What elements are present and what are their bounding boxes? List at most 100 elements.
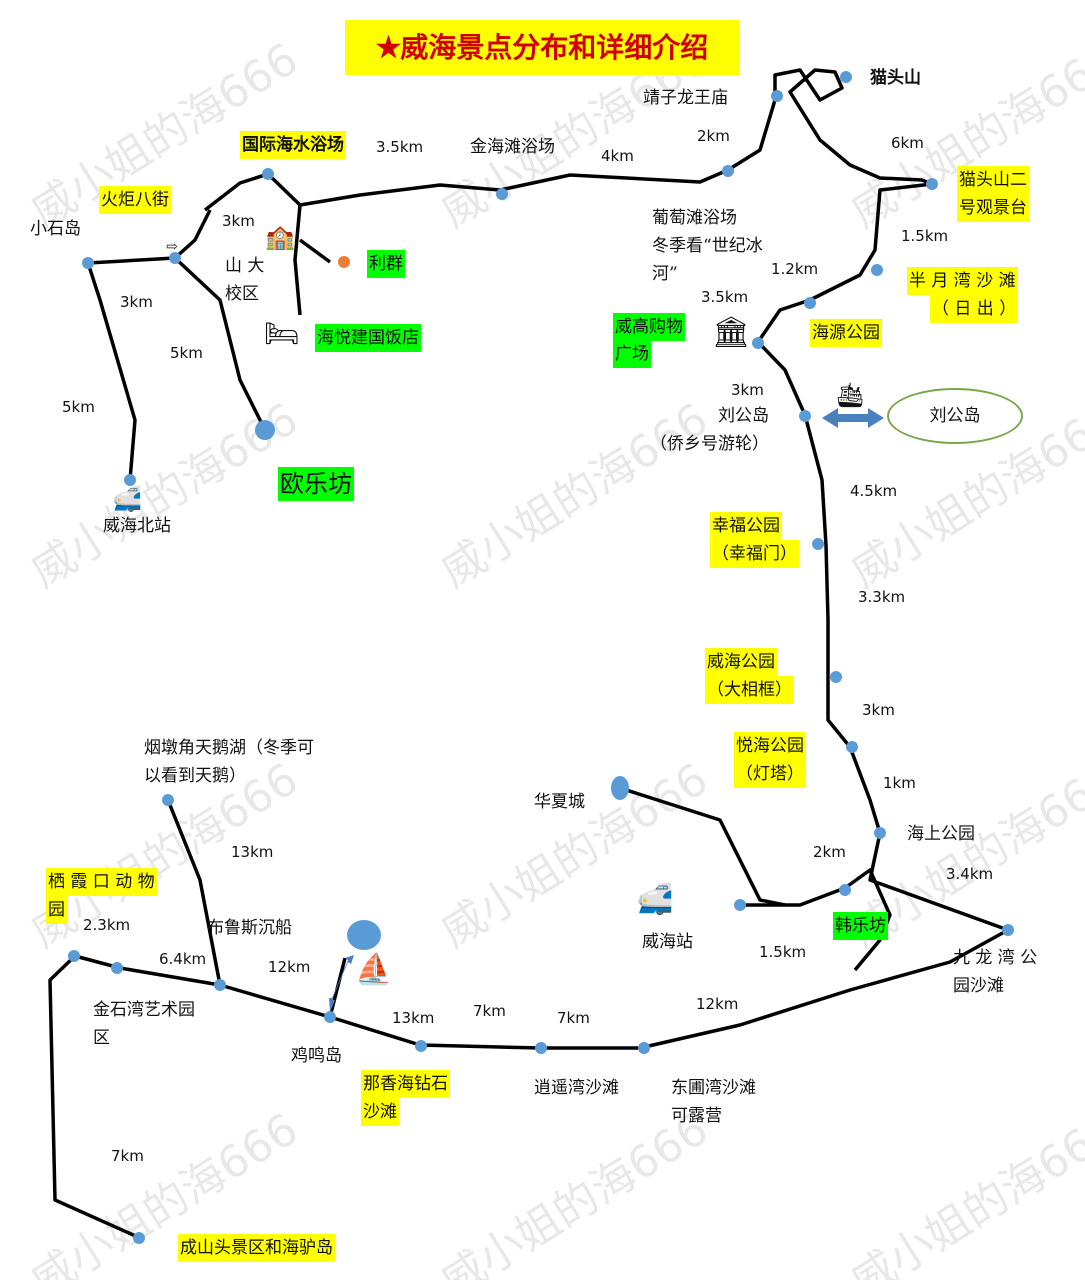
location-marker[interactable] [846, 741, 858, 753]
lequn-marker[interactable] [338, 256, 350, 268]
location-marker[interactable] [535, 1042, 547, 1054]
location-marker[interactable] [162, 794, 174, 806]
place-label: 园沙滩 [953, 976, 1004, 996]
location-marker[interactable] [734, 899, 746, 911]
distance-label: 3.5km [701, 288, 749, 306]
location-marker[interactable] [347, 920, 381, 950]
distance-label: 6.4km [159, 950, 207, 968]
distance-label: 1km [883, 774, 916, 792]
place-label: 威海北站 [103, 516, 171, 536]
road [740, 868, 892, 972]
ferry-route-arrow [822, 408, 884, 428]
place-label: 东圃湾沙滩 [671, 1078, 756, 1098]
distance-label: 4.5km [850, 482, 898, 500]
place-label: 沙滩 [361, 1098, 399, 1126]
distance-label: 2.3km [83, 916, 131, 934]
location-marker[interactable] [812, 538, 824, 550]
train-icon: 🚅 [112, 485, 142, 513]
location-marker[interactable] [771, 90, 783, 102]
place-label: 可露营 [671, 1106, 722, 1126]
place-label: 冬季看“世纪冰 [652, 236, 763, 256]
place-label: 布鲁斯沉船 [207, 918, 292, 938]
distance-label: 3.5km [376, 138, 424, 156]
distance-label: 12km [696, 995, 739, 1013]
location-marker[interactable] [804, 297, 816, 309]
place-label: 河” [652, 264, 678, 284]
location-marker[interactable] [496, 188, 508, 200]
place-label: 以看到天鹅） [144, 766, 246, 786]
location-marker[interactable] [799, 410, 811, 422]
place-label: 威海站 [642, 932, 693, 952]
distance-label: 5km [170, 344, 203, 362]
location-marker[interactable] [752, 337, 764, 349]
place-label: 利群 [367, 250, 405, 278]
location-marker[interactable] [124, 474, 136, 486]
road [166, 799, 222, 986]
location-marker[interactable] [1002, 924, 1014, 936]
place-label: 校区 [225, 284, 259, 304]
distance-label: 3.3km [858, 588, 906, 606]
place-label: 猫头山 [870, 68, 921, 88]
place-label: 栖 霞 口 动 物 [46, 868, 157, 896]
place-label: 悦海公园 [734, 732, 806, 760]
place-label: 国际海水浴场 [240, 131, 346, 159]
place-label: 广场 [613, 340, 651, 368]
place-label: 那香海钻石 [361, 1070, 450, 1098]
location-marker[interactable] [871, 264, 883, 276]
place-label: 海上公园 [907, 824, 975, 844]
shopping-mall-icon: 🏛 [712, 315, 751, 350]
location-marker[interactable] [830, 671, 842, 683]
location-marker[interactable] [722, 165, 734, 177]
distance-label: 13km [231, 843, 274, 861]
place-label: 幸福公园 [710, 512, 782, 540]
location-marker[interactable] [638, 1042, 650, 1054]
place-label: 山 大 [225, 256, 265, 276]
school-icon: 🏫 [265, 223, 295, 251]
place-label: 号观景台 [957, 194, 1029, 222]
distance-label: 7km [111, 1147, 144, 1165]
road [87, 209, 212, 265]
place-label: 逍遥湾沙滩 [534, 1078, 619, 1098]
location-marker[interactable] [133, 1232, 145, 1244]
road [619, 786, 786, 907]
liugong-island-ellipse[interactable]: 刘公岛 [887, 388, 1023, 444]
location-marker[interactable] [82, 257, 94, 269]
location-marker[interactable] [840, 71, 852, 83]
boat-icon: ⛵ [355, 952, 393, 987]
distance-label: 7km [557, 1009, 590, 1027]
location-marker[interactable] [169, 252, 181, 264]
location-marker[interactable] [415, 1040, 427, 1052]
place-label: 九 龙 湾 公 [953, 948, 1038, 968]
distance-label: 3km [862, 701, 895, 719]
place-label: 小石岛 [30, 219, 81, 239]
location-marker[interactable] [839, 884, 851, 896]
distance-label: 4km [601, 147, 634, 165]
location-marker[interactable] [255, 420, 275, 440]
place-label: 金石湾艺术园 [93, 1000, 195, 1020]
distance-label: 6km [891, 134, 924, 152]
distance-label: 12km [268, 958, 311, 976]
liugong-island-label: 刘公岛 [929, 406, 981, 426]
location-marker[interactable] [611, 776, 629, 800]
location-marker[interactable] [214, 979, 226, 991]
location-marker[interactable] [324, 1011, 336, 1023]
distance-label: 13km [392, 1009, 435, 1027]
ferry-route-arrow [329, 955, 354, 1012]
place-label: （ 日 出 ） [930, 295, 1019, 323]
location-marker[interactable] [68, 950, 80, 962]
distance-label: 2km [697, 127, 730, 145]
distance-label: 1.2km [771, 260, 819, 278]
place-label: 半 月 湾 沙 滩 [907, 267, 1018, 295]
distance-label: 1.5km [759, 943, 807, 961]
location-marker[interactable] [874, 827, 886, 839]
location-marker[interactable] [111, 962, 123, 974]
place-label: 欧乐坊 [278, 467, 354, 501]
place-label: 烟墩角天鹅湖（冬季可 [144, 738, 314, 758]
place-label: （灯塔） [734, 760, 806, 788]
location-marker[interactable] [926, 178, 938, 190]
hotel-bed-icon: 🛏 [264, 317, 300, 350]
place-label: 成山头景区和海驴岛 [178, 1234, 335, 1262]
location-marker[interactable] [262, 168, 274, 180]
place-label: 华夏城 [534, 792, 585, 812]
